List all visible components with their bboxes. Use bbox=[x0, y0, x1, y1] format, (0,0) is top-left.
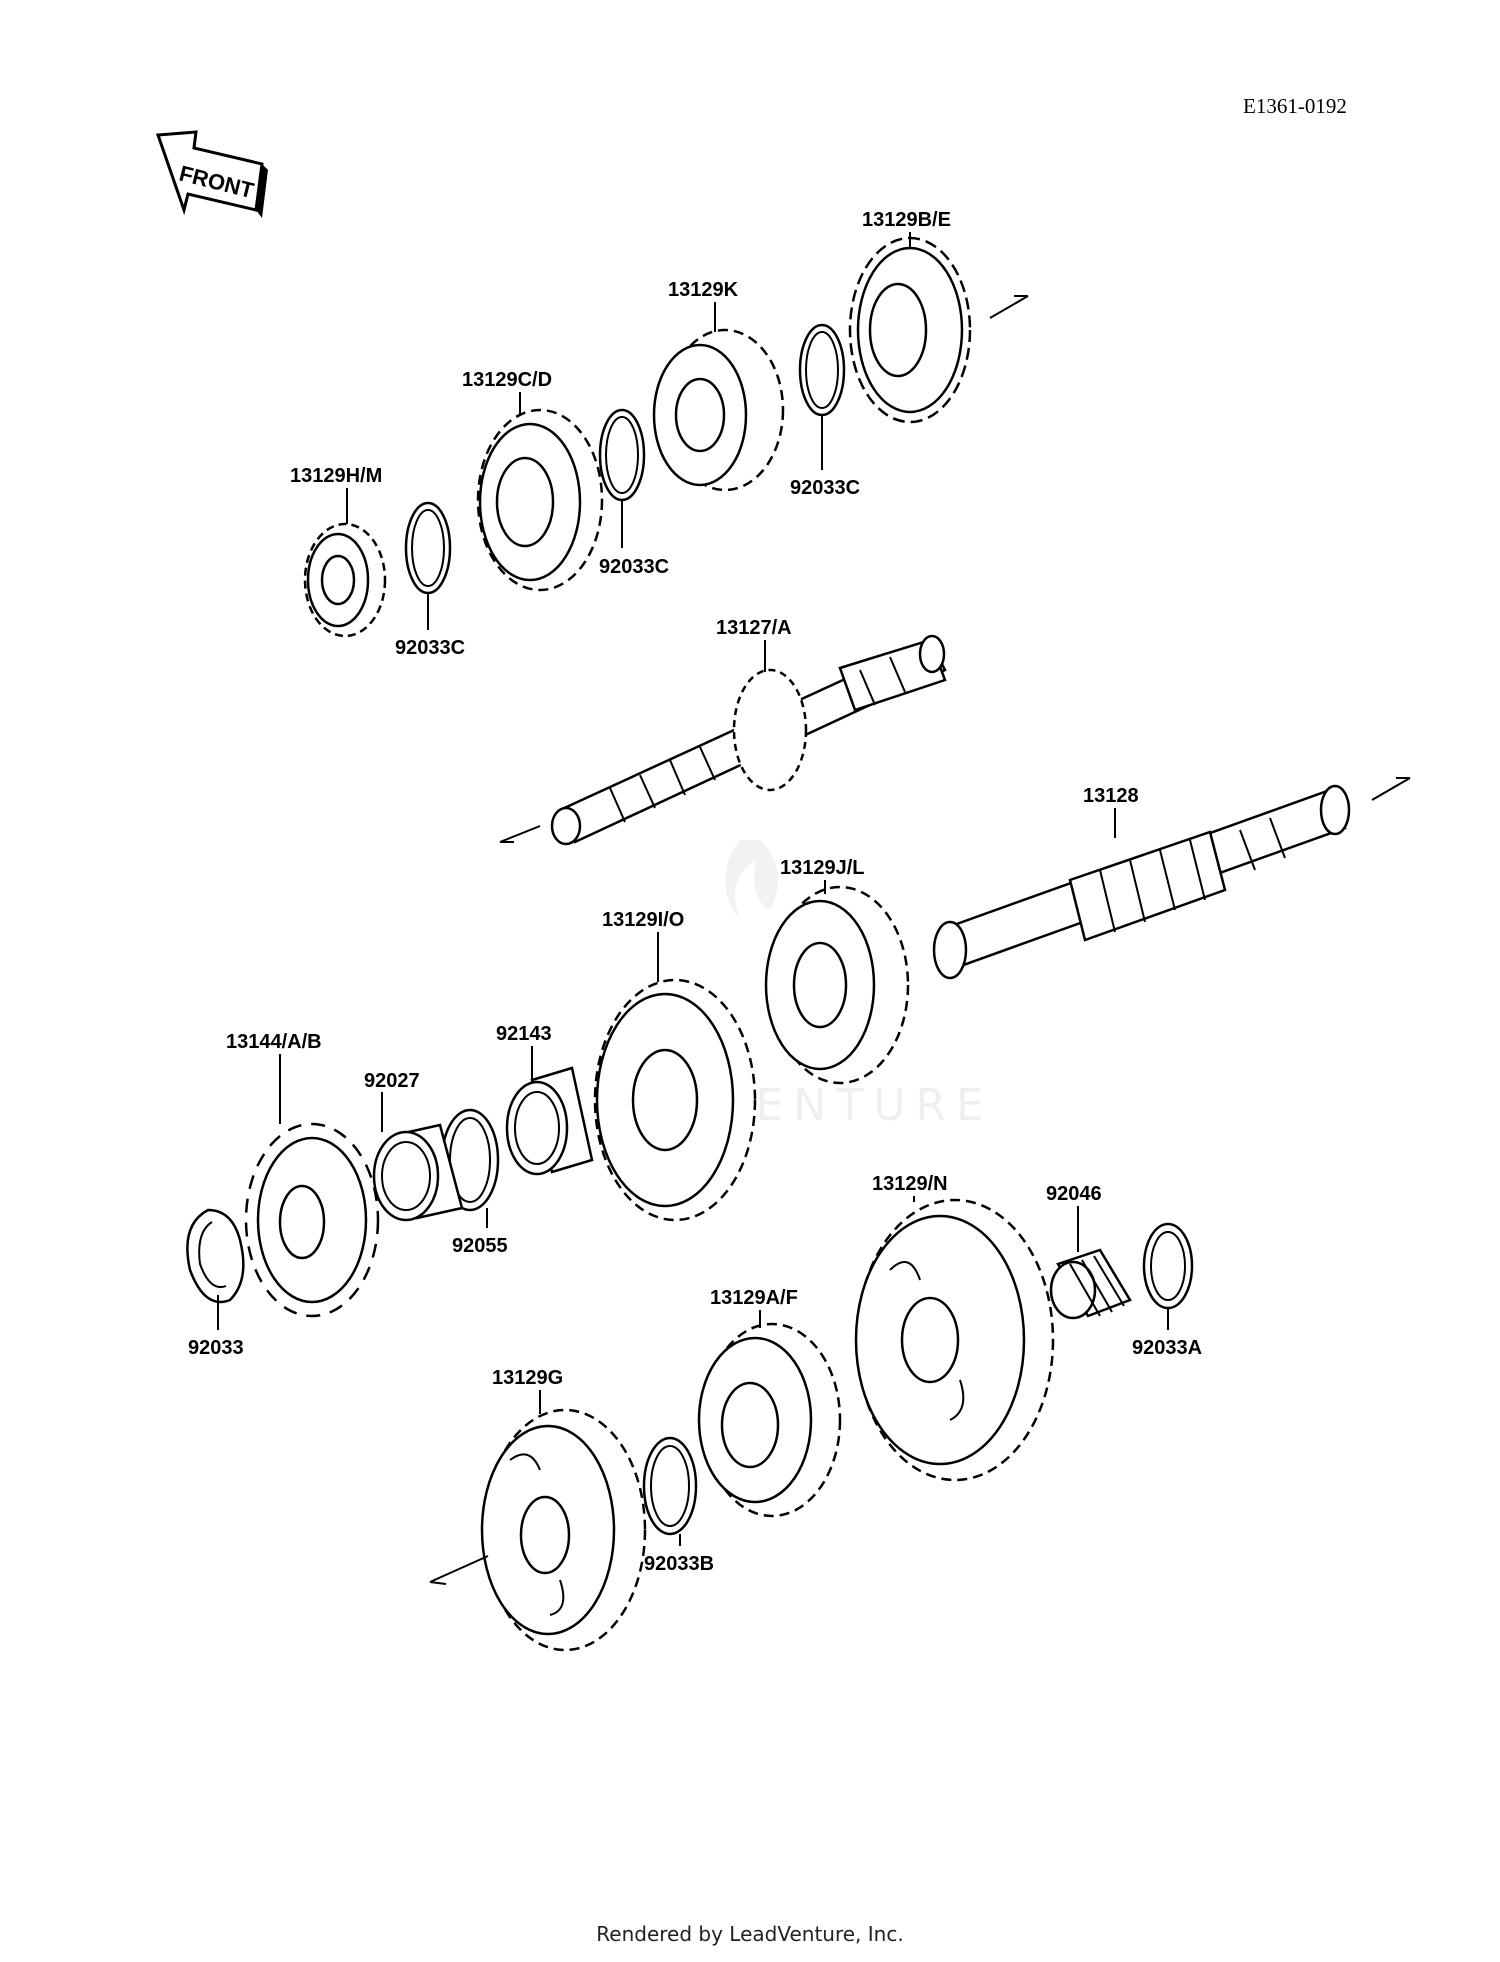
input-shaft-13127a-icon bbox=[550, 634, 947, 846]
part-label-13129hm[interactable]: 13129H/M bbox=[290, 465, 382, 487]
part-label-13129af[interactable]: 13129A/F bbox=[710, 1287, 798, 1309]
collar-92143-icon bbox=[505, 1066, 594, 1176]
output-shaft-13128-icon bbox=[932, 784, 1351, 980]
part-label-13129cd[interactable]: 13129C/D bbox=[462, 369, 552, 391]
gear-13129be-icon bbox=[848, 236, 972, 424]
part-label-13144ab[interactable]: 13144/A/B bbox=[226, 1031, 322, 1053]
part-label-92027[interactable]: 92027 bbox=[364, 1070, 420, 1092]
axis-arrow-icon bbox=[429, 1555, 489, 1585]
part-label-13129n[interactable]: 13129/N bbox=[872, 1173, 948, 1195]
circlip-92033c-icon bbox=[404, 501, 452, 595]
part-label-13129k[interactable]: 13129K bbox=[668, 279, 739, 301]
collar-92027-icon bbox=[372, 1123, 464, 1222]
footer-credit: Rendered by LeadVenture, Inc. bbox=[596, 1922, 904, 1946]
circlip-92033-icon bbox=[186, 1208, 245, 1304]
gear-13129jl-icon bbox=[764, 885, 910, 1085]
part-label-92033c-right[interactable]: 92033C bbox=[790, 477, 860, 499]
part-label-92046[interactable]: 92046 bbox=[1046, 1183, 1102, 1205]
part-label-92143[interactable]: 92143 bbox=[496, 1023, 552, 1045]
part-label-13129jl[interactable]: 13129J/L bbox=[780, 857, 865, 879]
part-label-13129g[interactable]: 13129G bbox=[492, 1367, 563, 1389]
part-label-92033c-left[interactable]: 92033C bbox=[395, 637, 465, 659]
gear-13129k-icon bbox=[652, 328, 785, 492]
part-label-13127a[interactable]: 13127/A bbox=[716, 617, 792, 639]
axis-arrow-icon bbox=[499, 825, 541, 843]
gear-13129cd-icon bbox=[476, 408, 604, 592]
leader-lines bbox=[217, 232, 1169, 1546]
part-label-13129be[interactable]: 13129B/E bbox=[862, 209, 951, 231]
gear-13129io-icon bbox=[593, 978, 757, 1222]
axis-arrow-icon bbox=[989, 295, 1029, 319]
sprocket-13144ab-icon bbox=[244, 1122, 380, 1318]
part-label-92033c-middle[interactable]: 92033C bbox=[599, 556, 669, 578]
gear-13129af-icon bbox=[697, 1322, 842, 1518]
part-label-92033a[interactable]: 92033A bbox=[1132, 1337, 1202, 1359]
diagram-code: E1361-0192 bbox=[1243, 94, 1347, 118]
axis-arrow-icon bbox=[1371, 777, 1411, 801]
circlip-92033a-icon bbox=[1142, 1222, 1194, 1310]
circlip-92033b-icon bbox=[642, 1436, 698, 1536]
gear-13129n-icon bbox=[854, 1198, 1055, 1482]
circlip-92033c-icon bbox=[798, 323, 846, 417]
part-label-92033b[interactable]: 92033B bbox=[644, 1553, 714, 1575]
circlip-92033c-icon bbox=[598, 408, 646, 502]
part-label-13129io[interactable]: 13129I/O bbox=[602, 909, 684, 931]
part-label-92033[interactable]: 92033 bbox=[188, 1337, 244, 1359]
gear-13129g-icon bbox=[480, 1408, 647, 1652]
front-arrow-icon: FRONT bbox=[155, 130, 268, 218]
gear-13129hm-icon bbox=[303, 522, 387, 638]
part-label-92055[interactable]: 92055 bbox=[452, 1235, 508, 1257]
part-label-13128[interactable]: 13128 bbox=[1083, 785, 1139, 807]
needle-bearing-92046-icon bbox=[1049, 1248, 1132, 1320]
